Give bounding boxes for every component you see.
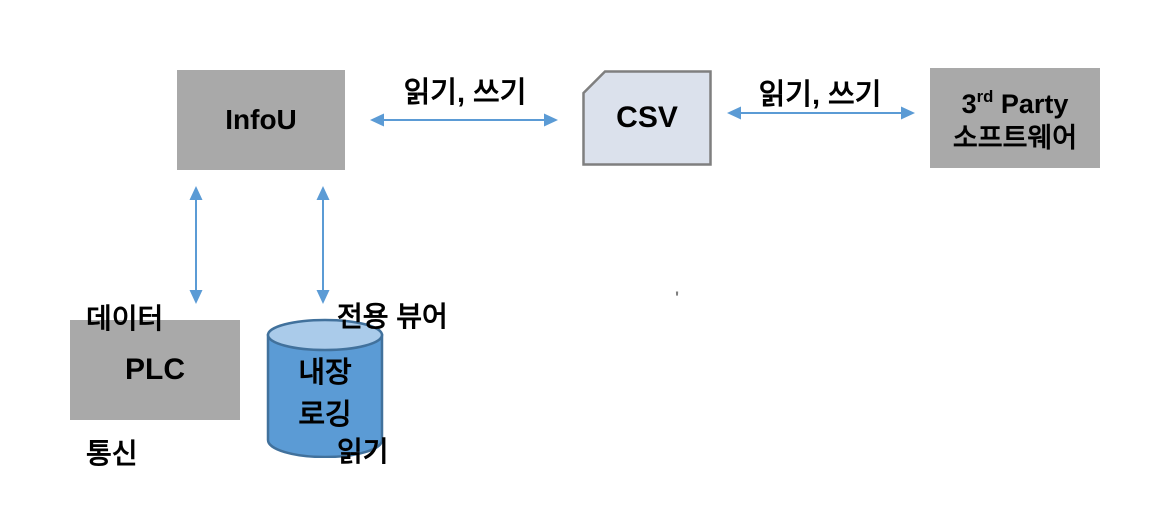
node-third-party: 3rd Party 소프트웨어 (930, 68, 1100, 168)
edge-label-infou-plc: 데이터 통신 (86, 206, 163, 513)
node-infou: InfoU (177, 70, 345, 170)
embedded-logging-line2: 로깅 (298, 399, 352, 431)
arrowhead-left-icon (370, 113, 384, 127)
node-third-party-line1: 3rd Party (962, 81, 1069, 121)
third-party-ordinal: rd (976, 87, 994, 107)
edge-label-infou-logging-line2: 읽기 (337, 436, 389, 467)
edge-label-infou-logging: 전용 뷰어 읽기 (337, 204, 448, 513)
node-infou-label: InfoU (225, 104, 297, 135)
third-party-rest: Party (993, 89, 1069, 119)
edge-label-infou-logging-line1: 전용 뷰어 (337, 301, 448, 332)
stray-apostrophe-mark: ' (675, 288, 680, 307)
arrowhead-down-icon (316, 290, 330, 304)
arrow-infou-logging (316, 186, 330, 304)
node-plc: PLC (70, 320, 240, 420)
csv-card-icon (582, 70, 712, 166)
node-csv: CSV (582, 70, 712, 166)
embedded-logging-line1: 내장 (298, 357, 352, 389)
database-cylinder-icon (266, 318, 384, 458)
arrowhead-up-icon (316, 186, 330, 200)
node-third-party-line2: 소프트웨어 (952, 123, 1078, 153)
arrow-infou-plc (189, 186, 203, 304)
edge-label-infou-plc-line2: 통신 (86, 438, 138, 469)
arrow-infou-csv (370, 113, 558, 127)
node-plc-label: PLC (125, 353, 185, 386)
arrowhead-down-icon (189, 290, 203, 304)
arrowhead-right-icon (901, 106, 915, 120)
node-csv-label: CSV (616, 101, 678, 134)
node-embedded-logging: 내장 로깅 (266, 318, 384, 458)
arrowhead-right-icon (544, 113, 558, 127)
edge-label-infou-plc-line1: 데이터 (86, 303, 164, 334)
arrowhead-up-icon (189, 186, 203, 200)
third-party-num: 3 (961, 89, 977, 119)
arrow-csv-third-party (727, 106, 915, 120)
arrowhead-left-icon (727, 106, 741, 120)
edge-label-infou-csv: 읽기, 쓰기 (403, 77, 527, 109)
node-embedded-logging-label: 내장 로깅 (266, 352, 384, 436)
edge-label-csv-third-party: 읽기, 쓰기 (758, 79, 882, 111)
